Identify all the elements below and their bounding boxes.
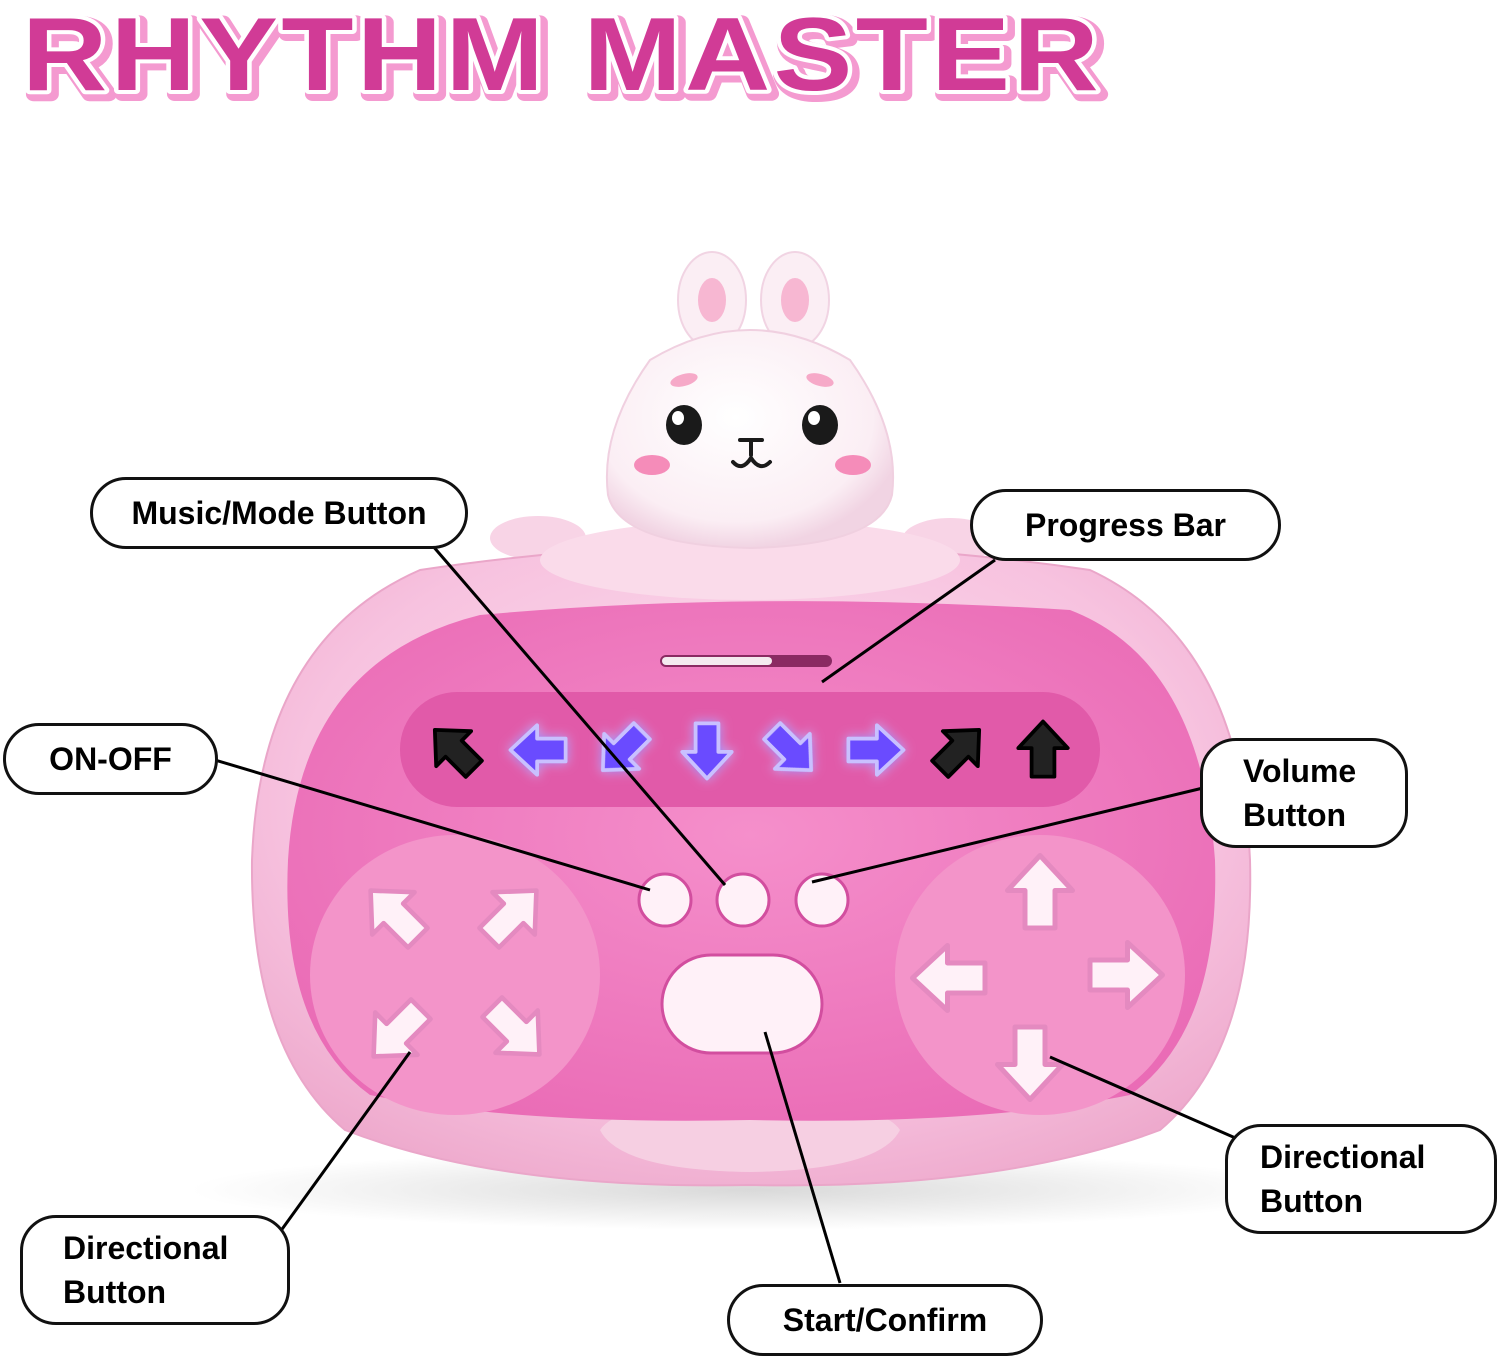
callout-directional-left-line1: Directional xyxy=(63,1230,229,1266)
left-pad-down-right-arrow-icon[interactable] xyxy=(471,986,560,1075)
left-pad-up-left-arrow-icon[interactable] xyxy=(349,869,438,958)
right-pad-base xyxy=(895,835,1185,1115)
callout-volume-line2: Button xyxy=(1243,797,1347,833)
callout-music-mode-text: Music/Mode Button xyxy=(131,495,427,531)
callout-start-confirm: Start/Confirm xyxy=(727,1284,1043,1356)
callout-directional-right-line1: Directional xyxy=(1260,1139,1426,1175)
progress-bar xyxy=(660,655,832,667)
callout-volume-line1: Volume xyxy=(1243,753,1357,789)
title-text: RHYTHM MASTER xyxy=(22,0,1102,110)
bunny-cheek-left xyxy=(634,455,670,475)
start-confirm-button[interactable] xyxy=(660,953,824,1055)
right-pad-right-arrow-icon[interactable] xyxy=(1087,940,1165,1010)
led-arrow-up-right-icon xyxy=(930,727,982,779)
left-pad-down-left-arrow-icon[interactable] xyxy=(352,988,441,1077)
callout-on-off-text: ON-OFF xyxy=(49,741,172,777)
left-pad-up-right-arrow-icon[interactable] xyxy=(468,869,557,958)
right-pad-left-arrow-icon[interactable] xyxy=(910,943,988,1013)
title-outline: RHYTHM MASTER xyxy=(22,0,1102,110)
arrow-strip-panel xyxy=(400,692,1100,807)
callout-progress-bar-text: Progress Bar xyxy=(1025,507,1226,543)
bunny-eye-left xyxy=(666,405,702,445)
bunny-eye-right xyxy=(802,405,838,445)
left-directional-pad[interactable] xyxy=(349,869,560,1077)
title-shadow: RHYTHM MASTER xyxy=(26,1,1106,110)
volume-button[interactable] xyxy=(794,872,850,928)
bunny-mouth xyxy=(731,438,772,469)
callout-directional-left-line2: Button xyxy=(63,1274,167,1310)
callout-progress-bar: Progress Bar xyxy=(970,489,1281,561)
callout-music-mode: Music/Mode Button xyxy=(90,477,468,549)
callout-directional-right-line2: Button xyxy=(1260,1183,1364,1219)
callout-directional-right: Directional Button xyxy=(1225,1124,1497,1234)
left-pad-base xyxy=(310,835,600,1115)
page-title: RHYTHM MASTER RHYTHM MASTER RHYTHM MASTE… xyxy=(22,0,1110,110)
callout-directional-left: Directional Button xyxy=(20,1215,290,1325)
on-off-button[interactable] xyxy=(637,872,693,928)
bunny-ears xyxy=(677,251,830,349)
music-mode-button[interactable] xyxy=(715,872,771,928)
bunny-cheek-right xyxy=(835,455,871,475)
led-arrow-right-icon xyxy=(846,723,906,777)
callout-start-confirm-text: Start/Confirm xyxy=(782,1302,988,1338)
led-arrow-down-right-icon xyxy=(762,721,814,773)
bunny-head xyxy=(605,329,895,550)
callout-volume: Volume Button xyxy=(1200,738,1408,848)
ground-shadow xyxy=(190,1150,1310,1230)
led-arrow-up-icon xyxy=(1016,719,1070,779)
callout-on-off: ON-OFF xyxy=(3,723,218,795)
